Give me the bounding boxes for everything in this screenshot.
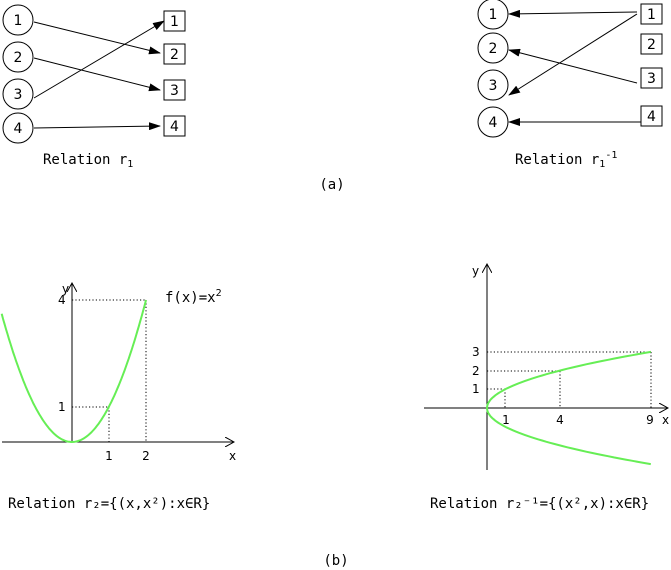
domain-node-4: 4	[2, 112, 34, 144]
sideways-parabola-curve	[485, 350, 651, 466]
domain-node-4-label: 4	[14, 121, 23, 137]
inverse-range-node-4: 4	[477, 106, 509, 138]
x-tick-2: 2	[142, 449, 150, 463]
domain-node-1: 1	[2, 4, 34, 36]
domain-node-2-label: 2	[14, 50, 23, 66]
inverse-range-node-3: 3	[477, 69, 509, 101]
caption-relation-r1: Relation r1	[43, 152, 133, 170]
arrow-4-to-4	[33, 122, 161, 131]
range-box-2: 2	[163, 43, 186, 65]
domain-node-1-label: 1	[14, 13, 23, 29]
function-label: f(x)=x2	[165, 288, 222, 306]
inv-y-axis-label: y	[472, 264, 479, 278]
domain-node-3: 3	[2, 78, 34, 110]
inv-y-tick-1: 1	[472, 382, 480, 396]
domain-node-2: 2	[2, 41, 34, 73]
graph-square-inverse: y x 3 2 1 1 4 9 Relation r₂⁻¹={(x²,x):x∈…	[424, 264, 669, 512]
y-axis-label: y	[62, 282, 69, 296]
inverse-arrow-2-to-1	[508, 9, 638, 18]
inverse-domain-box-2: 2	[640, 33, 663, 55]
panel-label-a: (a)	[319, 177, 344, 193]
range-box-1-label: 1	[170, 14, 179, 30]
caption-relation-r2-inverse: Relation r₂⁻¹={(x²,x):x∈R}	[430, 496, 649, 512]
inverse-domain-box-1-label: 1	[647, 7, 656, 23]
relation-r1-diagram: 1 2 3 4 1 2 3 4 Relation r1	[2, 4, 186, 170]
inverse-range-node-1: 1	[477, 0, 509, 30]
inverse-domain-box-1: 1	[640, 3, 663, 25]
inverse-domain-box-3: 3	[640, 67, 663, 89]
inverse-domain-box-4-label: 4	[647, 109, 656, 125]
inv-y-tick-3: 3	[472, 345, 480, 359]
inverse-range-node-2-label: 2	[489, 41, 498, 57]
range-box-1: 1	[163, 10, 186, 32]
arrow-1-to-2	[33, 21, 161, 55]
inverse-domain-box-3-label: 3	[647, 71, 656, 87]
domain-node-3-label: 3	[14, 87, 23, 103]
range-box-4-label: 4	[170, 119, 179, 135]
inverse-arrow-1-to-3	[508, 13, 638, 96]
inv-x-tick-4: 4	[556, 413, 564, 427]
inv-y-tick-2: 2	[472, 364, 480, 378]
graph-square-function: y x 4 1 1 2 f(x)=x2 Relation r₂={(x,x²):…	[0, 282, 236, 512]
caption-relation-r2: Relation r₂={(x,x²):x∈R}	[8, 496, 210, 512]
range-box-4: 4	[163, 115, 186, 137]
inverse-range-node-2: 2	[477, 32, 509, 64]
parabola-curve	[0, 299, 147, 443]
inverse-domain-box-4: 4	[640, 105, 663, 127]
x-tick-1: 1	[105, 449, 113, 463]
arrow-2-to-3	[33, 57, 161, 92]
inv-x-tick-1: 1	[502, 413, 510, 427]
range-box-2-label: 2	[170, 47, 179, 63]
panel-label-b: (b)	[323, 553, 348, 569]
inverse-range-node-4-label: 4	[489, 115, 498, 131]
inv-x-axis-label: x	[662, 413, 669, 427]
y-tick-1: 1	[58, 400, 66, 414]
range-box-3-label: 3	[170, 83, 179, 99]
caption-relation-r1-inverse: Relation r1-1	[515, 150, 617, 170]
x-axis-label: x	[229, 449, 236, 463]
inverse-range-node-3-label: 3	[489, 78, 498, 94]
arrow-3-to-1	[33, 20, 165, 99]
inv-x-tick-9: 9	[646, 413, 654, 427]
inverse-domain-box-2-label: 2	[647, 37, 656, 53]
y-tick-4: 4	[58, 293, 66, 307]
inverse-arrow-3-to-2	[508, 48, 638, 84]
relation-r1-inverse-diagram: 1 2 3 4 1 2 3 4 Relation r1-	[477, 0, 663, 170]
range-box-3: 3	[163, 79, 186, 101]
inverse-range-node-1-label: 1	[489, 7, 498, 23]
